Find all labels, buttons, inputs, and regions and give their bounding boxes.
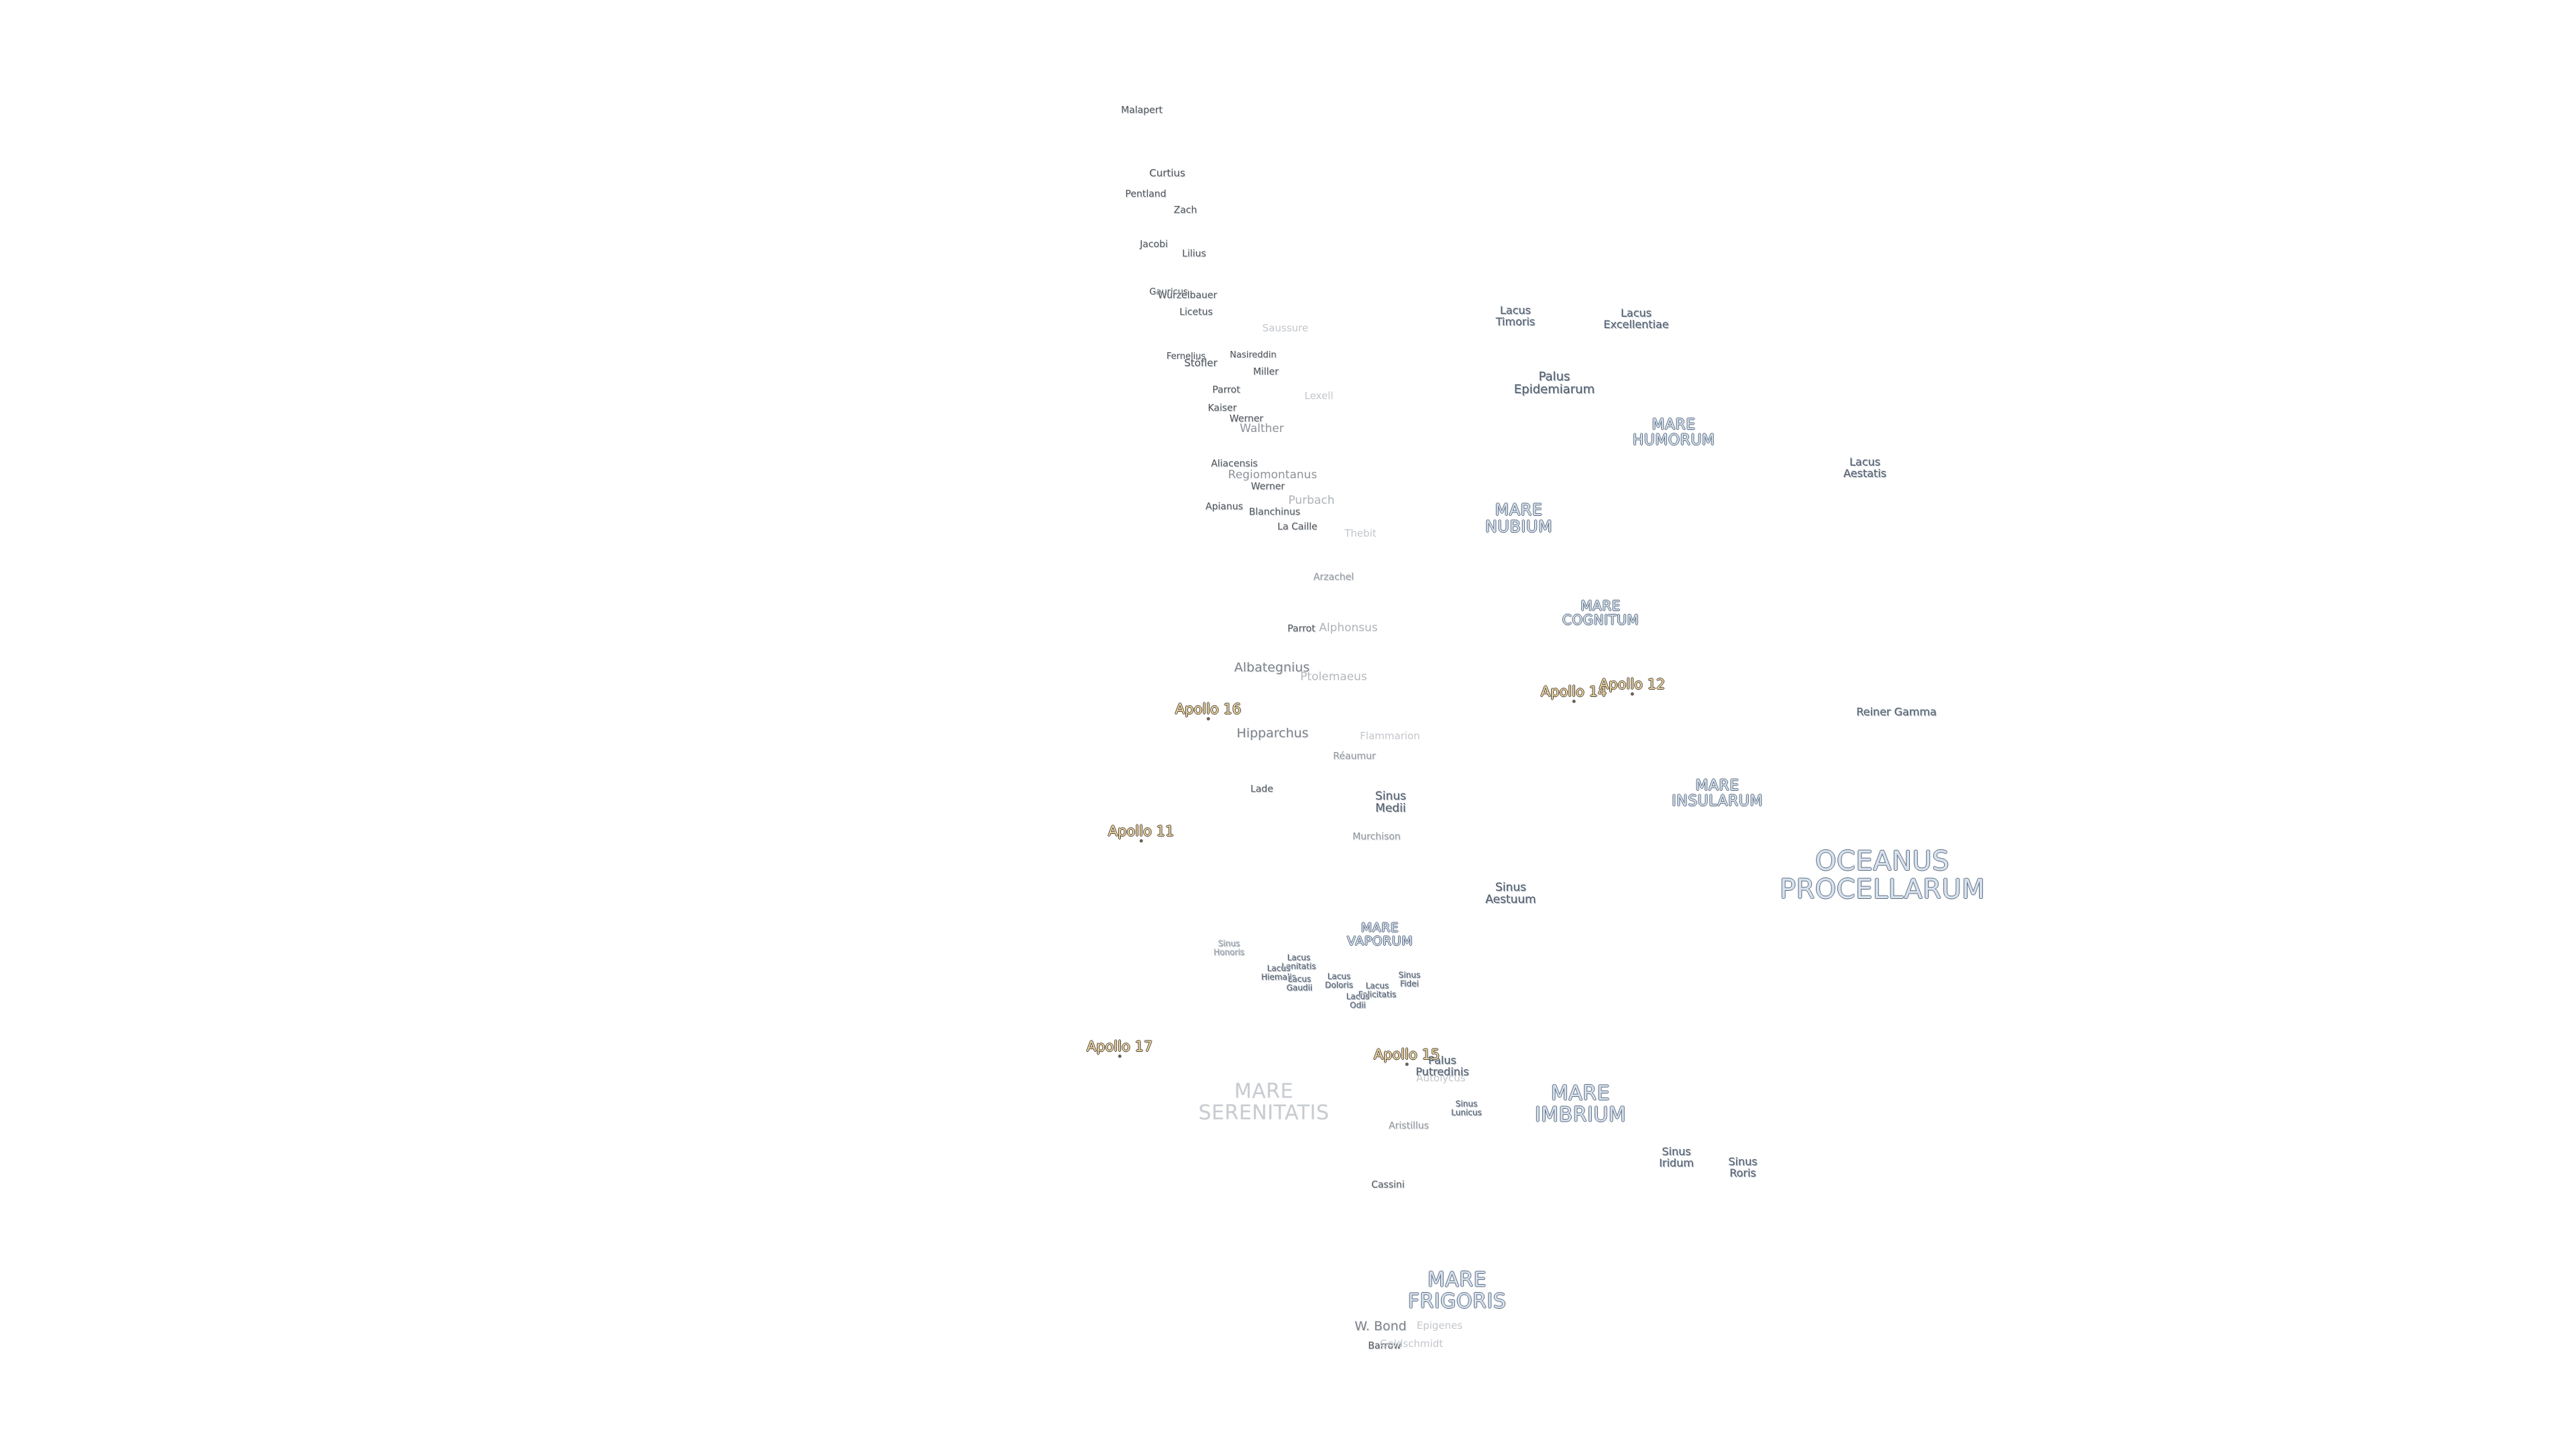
crater-label: Lexell [1304,390,1334,402]
apollo-16-marker[interactable]: Apollo 16 [1175,700,1242,721]
crater-label: Albategnius [1234,660,1310,676]
crater-label: Murchison [1352,831,1401,843]
crater-label: Goldschmidt [1379,1338,1444,1350]
apollo-12-marker[interactable]: Apollo 12 [1599,677,1665,696]
crater-label: Parrot [1287,623,1316,635]
apollo-label: Apollo 12 [1599,676,1666,692]
crater-label: Malapert [1121,105,1163,116]
crater-label: Arzachel [1313,572,1354,583]
crater-label: Lade [1250,784,1273,795]
crater-label: Aristillus [1389,1120,1429,1132]
crater-label: Blanchinus [1248,506,1301,518]
crater-label: Jacobi [1140,239,1168,250]
crater-label: Zach [1173,205,1197,216]
landing-site-icon [1405,1063,1409,1067]
apollo-11-marker[interactable]: Apollo 11 [1108,824,1174,843]
crater-label: Purbach [1288,494,1335,508]
crater-label: Epigenes [1416,1320,1463,1332]
crater-label: Apianus [1205,501,1243,513]
crater-label: Miller [1252,366,1279,378]
apollo-label: Apollo 11 [1108,822,1175,839]
apollo-14-marker[interactable]: Apollo 14 [1540,683,1607,704]
landing-site-icon [1118,1055,1122,1059]
crater-label: Gauricus [1149,287,1188,298]
crater-label: Pentland [1125,189,1167,200]
crater-label: Licetus [1179,307,1213,318]
apollo-label: Apollo 14 [1540,683,1607,700]
crater-label: Stöfler [1184,357,1218,370]
apollo-17-marker[interactable]: Apollo 17 [1086,1038,1153,1059]
crater-label: Flammarion [1360,730,1420,743]
landing-site-icon [1572,700,1576,704]
crater-label: Alphonsus [1319,621,1378,635]
landing-site-icon [1139,839,1143,843]
crater-label: Werner [1250,481,1285,492]
crater-label: Walther [1240,422,1284,436]
crater-label: Parrot [1212,384,1240,396]
crater-label: Curtius [1149,167,1185,180]
crater-label: Réaumur [1333,751,1376,762]
crater-label: Nasireddin [1230,350,1277,361]
crater-label: Regiomontanus [1228,468,1318,482]
crater-label: Aliacensis [1211,458,1258,470]
crater-label: Ptolemaeus [1300,670,1367,684]
crater-label: Kaiser [1208,402,1237,414]
apollo-label: Apollo 16 [1175,700,1242,717]
crater-label: Saussure [1262,322,1309,335]
crater-label: Fernelius [1166,352,1206,362]
feature-label: Reiner Gamma [1856,705,1937,718]
crater-label: La Caille [1277,521,1318,533]
crater-label: Cassini [1371,1179,1405,1191]
crater-label: Autolycus [1416,1072,1466,1085]
apollo-15-marker[interactable]: Apollo 15 [1373,1046,1440,1067]
crater-label: Barrow [1368,1340,1401,1352]
apollo-label: Apollo 17 [1086,1038,1153,1055]
crater-label: Werner [1229,413,1264,425]
apollo-label: Apollo 15 [1373,1046,1440,1063]
crater-label: Hipparchus [1236,726,1309,741]
crater-label: Lilius [1182,248,1206,260]
crater-label: Thebit [1344,527,1377,540]
landing-site-icon [1206,717,1210,721]
landing-site-icon [1630,692,1634,696]
crater-label: Wurzelbauer [1157,290,1218,301]
crater-label: W. Bond [1354,1319,1407,1334]
